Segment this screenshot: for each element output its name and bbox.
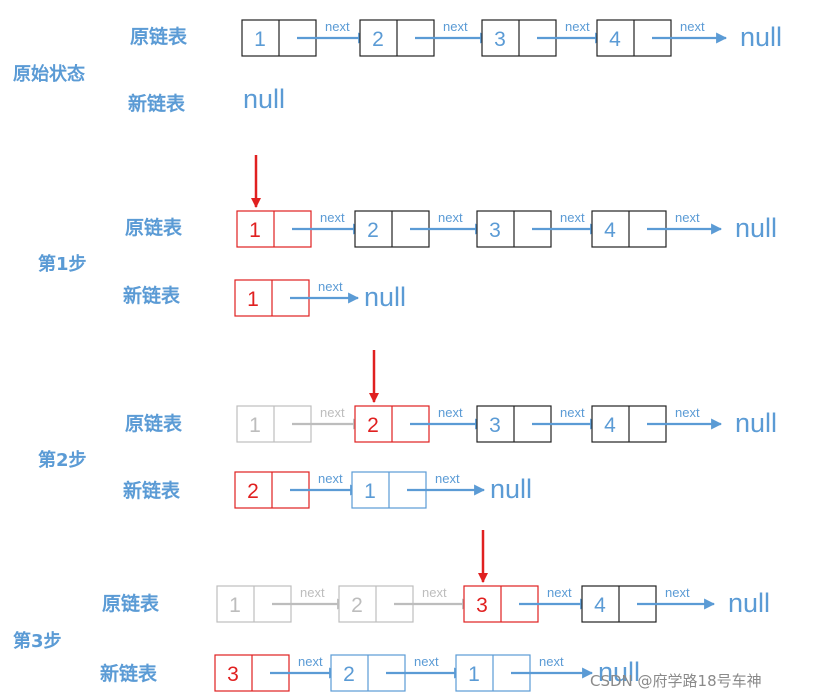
next-label: next (565, 19, 590, 34)
next-label: next (325, 19, 350, 34)
new-list-label: 新链表 (123, 479, 181, 502)
list-node-value: 4 (594, 594, 606, 617)
next-label: next (318, 279, 343, 294)
list-node-value: 4 (604, 219, 616, 242)
next-label: next (320, 405, 345, 420)
stage-title: 第3步 (13, 630, 62, 652)
list-node-value: 1 (254, 28, 266, 51)
list-node-value: 3 (227, 663, 239, 686)
next-label: next (680, 19, 705, 34)
next-label: next (443, 19, 468, 34)
null-terminator: null (735, 213, 777, 243)
next-label: next (414, 654, 439, 669)
list-node-value: 4 (609, 28, 621, 51)
null-terminator: null (364, 282, 406, 312)
original-list-label: 原链表 (130, 25, 188, 48)
list-node-value: 2 (372, 28, 384, 51)
new-list-label: 新链表 (123, 284, 181, 307)
list-node-value: 1 (249, 414, 261, 437)
null-terminator: null (728, 588, 770, 618)
list-node-value: 2 (351, 594, 363, 617)
list-node-value: 3 (476, 594, 488, 617)
new-list-label: 新链表 (100, 662, 158, 685)
list-node-value: 4 (604, 414, 616, 437)
list-node-value: 2 (343, 663, 355, 686)
next-label: next (675, 210, 700, 225)
next-label: next (665, 585, 690, 600)
next-label: next (318, 471, 343, 486)
next-label: next (298, 654, 323, 669)
null-terminator: null (740, 22, 782, 52)
stage-title: 第2步 (38, 449, 87, 471)
next-label: next (320, 210, 345, 225)
list-node-value: 2 (367, 414, 379, 437)
next-label: next (438, 210, 463, 225)
next-label: next (422, 585, 447, 600)
null-terminator: null (243, 84, 285, 114)
list-node-value: 3 (494, 28, 506, 51)
watermark: CSDN @府学路18号车神 (590, 672, 762, 690)
next-label: next (435, 471, 460, 486)
next-label: next (438, 405, 463, 420)
next-label: next (539, 654, 564, 669)
list-node-value: 3 (489, 219, 501, 242)
list-node-value: 1 (249, 219, 261, 242)
list-node-value: 1 (229, 594, 241, 617)
next-label: next (547, 585, 572, 600)
next-label: next (675, 405, 700, 420)
stage-title: 原始状态 (13, 63, 85, 85)
original-list-label: 原链表 (102, 592, 160, 615)
list-node-value: 1 (468, 663, 480, 686)
null-terminator: null (490, 474, 532, 504)
list-node-value: 2 (247, 480, 259, 503)
stage-title: 第1步 (38, 253, 87, 275)
list-node-value: 1 (247, 288, 259, 311)
list-node-value: 2 (367, 219, 379, 242)
list-node-value: 1 (364, 480, 376, 503)
original-list-label: 原链表 (125, 216, 183, 239)
next-label: next (560, 405, 585, 420)
next-label: next (300, 585, 325, 600)
next-label: next (560, 210, 585, 225)
original-list-label: 原链表 (125, 412, 183, 435)
null-terminator: null (598, 657, 640, 687)
null-terminator: null (735, 408, 777, 438)
list-node-value: 3 (489, 414, 501, 437)
new-list-label: 新链表 (128, 92, 186, 115)
